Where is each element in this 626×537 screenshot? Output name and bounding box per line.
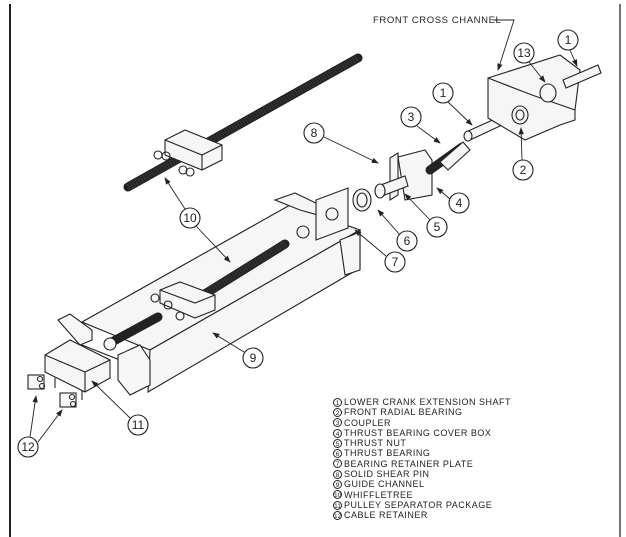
callout-13: 13 <box>513 42 535 64</box>
legend-label: THRUST NUT <box>344 438 407 449</box>
svg-text:2: 2 <box>520 163 527 177</box>
svg-text:10: 10 <box>183 211 197 225</box>
leader-lines <box>29 49 578 443</box>
svg-text:9: 9 <box>250 351 257 365</box>
callout-1-right: 1 <box>557 29 579 51</box>
legend-label: LOWER CRANK EXTENSION SHAFT <box>344 397 512 407</box>
legend-label: WHIFFLETREE <box>344 489 414 500</box>
legend-number: 12 <box>333 510 342 520</box>
front-cross-channel <box>487 54 602 141</box>
svg-text:11: 11 <box>132 418 145 432</box>
legend-label: PULLEY SEPARATOR PACKAGE <box>344 499 493 510</box>
legend-label: FRONT RADIAL BEARING <box>344 407 463 418</box>
legend-number: 5 <box>333 438 342 448</box>
legend-label: THRUST BEARING COVER BOX <box>344 427 492 438</box>
callout-9: 9 <box>242 347 264 369</box>
callout-12: 12 <box>17 436 39 458</box>
legend-number: 7 <box>333 459 342 469</box>
legend-label: CABLE RETAINER <box>344 510 428 521</box>
legend-number: 2 <box>333 407 342 417</box>
svg-text:3: 3 <box>408 110 415 124</box>
callout-5: 5 <box>426 216 448 238</box>
svg-text:1: 1 <box>565 33 572 47</box>
svg-text:13: 13 <box>517 46 531 60</box>
svg-text:12: 12 <box>21 440 35 454</box>
callout-10: 10 <box>179 207 201 229</box>
svg-text:7: 7 <box>392 255 399 269</box>
svg-text:4: 4 <box>456 196 463 210</box>
lower-whiffletree <box>103 239 290 351</box>
legend-label: SOLID SHEAR PIN <box>344 469 430 480</box>
legend-number: 11 <box>333 500 342 510</box>
thrust-bearing <box>352 188 372 212</box>
legend-number: 10 <box>333 490 342 500</box>
front-cross-channel-label: FRONT CROSS CHANNEL <box>373 15 501 26</box>
callout-1-mid: 1 <box>432 82 454 104</box>
svg-text:6: 6 <box>404 234 411 248</box>
callout-6: 6 <box>396 230 418 252</box>
upper-whiffletree <box>123 53 363 192</box>
svg-text:5: 5 <box>434 220 441 234</box>
legend-number: 4 <box>333 428 342 438</box>
legend-label: COUPLER <box>344 417 392 428</box>
legend-label: BEARING RETAINER PLATE <box>344 458 474 469</box>
legend-number: 9 <box>333 480 342 490</box>
guide-channel <box>80 187 362 396</box>
svg-text:8: 8 <box>311 126 318 140</box>
callout-2: 2 <box>512 159 534 181</box>
callout-4: 4 <box>448 192 470 214</box>
callout-11: 11 <box>127 414 149 436</box>
legend-number: 3 <box>333 418 342 428</box>
legend-number: 1 <box>333 397 342 407</box>
svg-text:1: 1 <box>440 86 447 100</box>
pulley-separator-package <box>44 313 111 393</box>
callout-3: 3 <box>400 106 422 128</box>
cable-retainers <box>27 374 83 408</box>
callout-7: 7 <box>384 251 406 273</box>
callout-8: 8 <box>303 122 325 144</box>
legend-label: GUIDE CHANNEL <box>344 479 425 490</box>
legend-number: 8 <box>333 469 342 479</box>
legend-number: 6 <box>333 449 342 459</box>
legend-label: THRUST BEARING <box>344 448 431 459</box>
thrust-assembly <box>374 117 501 201</box>
